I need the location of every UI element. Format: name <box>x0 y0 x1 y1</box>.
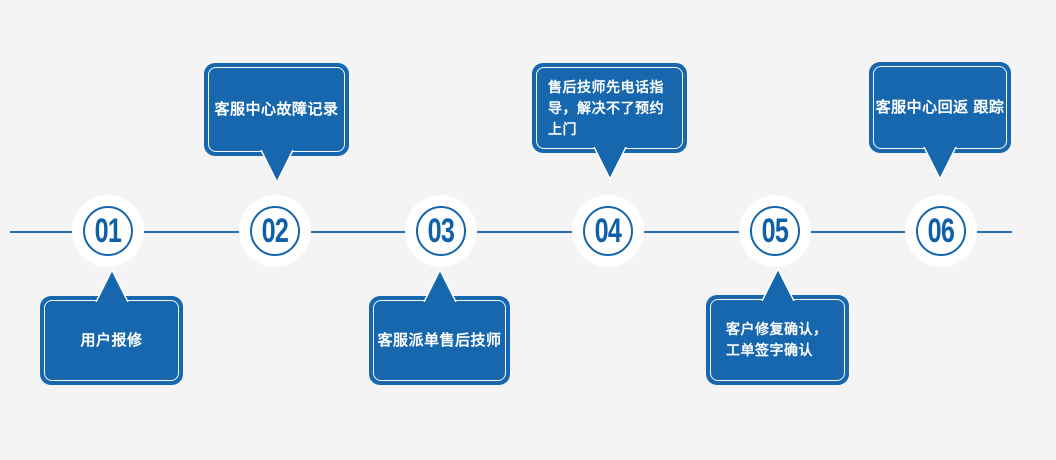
bubble-tail-up-icon <box>760 267 795 301</box>
step-circle-06: 06 <box>905 195 977 267</box>
step-bubble-02: 客服中心故障记录 <box>204 63 349 184</box>
step-ring-06: 06 <box>916 206 966 256</box>
step-bubble-05: 客户修复确认， 工单签字确认 <box>706 267 849 385</box>
bubble-tail-down-icon <box>592 147 627 181</box>
step-ring-03: 03 <box>416 206 466 256</box>
step-number-04: 04 <box>594 211 622 251</box>
step-bubble-06: 客服中心回返 跟踪 <box>869 62 1011 181</box>
step-circle-01: 01 <box>72 195 144 267</box>
timeline-line <box>10 231 1012 233</box>
bubble-tail-down-icon <box>259 150 294 184</box>
step-number-06: 06 <box>927 211 955 251</box>
bubble-tail-up-icon <box>422 268 457 302</box>
step-number-03: 03 <box>427 211 455 251</box>
bubble-tail-down-icon <box>923 147 957 181</box>
step-bubble-04: 售后技师先电话指 导，解决不了预约 上门 <box>532 63 687 181</box>
step-circle-05: 05 <box>739 195 811 267</box>
step-number-05: 05 <box>761 211 789 251</box>
step-circle-04: 04 <box>572 195 644 267</box>
step-ring-04: 04 <box>583 206 633 256</box>
step-ring-01: 01 <box>83 206 133 256</box>
bubble-tail-up-icon <box>94 268 129 302</box>
step-ring-05: 05 <box>750 206 800 256</box>
step-label-02: 客服中心故障记录 <box>214 101 339 118</box>
step-circle-02: 02 <box>239 195 311 267</box>
step-number-02: 02 <box>261 211 289 251</box>
step-label-03: 客服派单售后技师 <box>377 332 502 349</box>
step-label-05: 客户修复确认， 工单签字确认 <box>726 321 828 358</box>
step-bubble-03: 客服派单售后技师 <box>369 268 510 385</box>
step-ring-02: 02 <box>250 206 300 256</box>
step-label-04: 售后技师先电话指 导，解决不了预约 上门 <box>548 78 664 137</box>
step-circle-03: 03 <box>405 195 477 267</box>
step-label-01: 用户报修 <box>80 332 143 349</box>
step-number-01: 01 <box>94 211 122 251</box>
step-label-06: 客服中心回返 跟踪 <box>875 99 1005 116</box>
step-bubble-01: 用户报修 <box>40 268 183 385</box>
